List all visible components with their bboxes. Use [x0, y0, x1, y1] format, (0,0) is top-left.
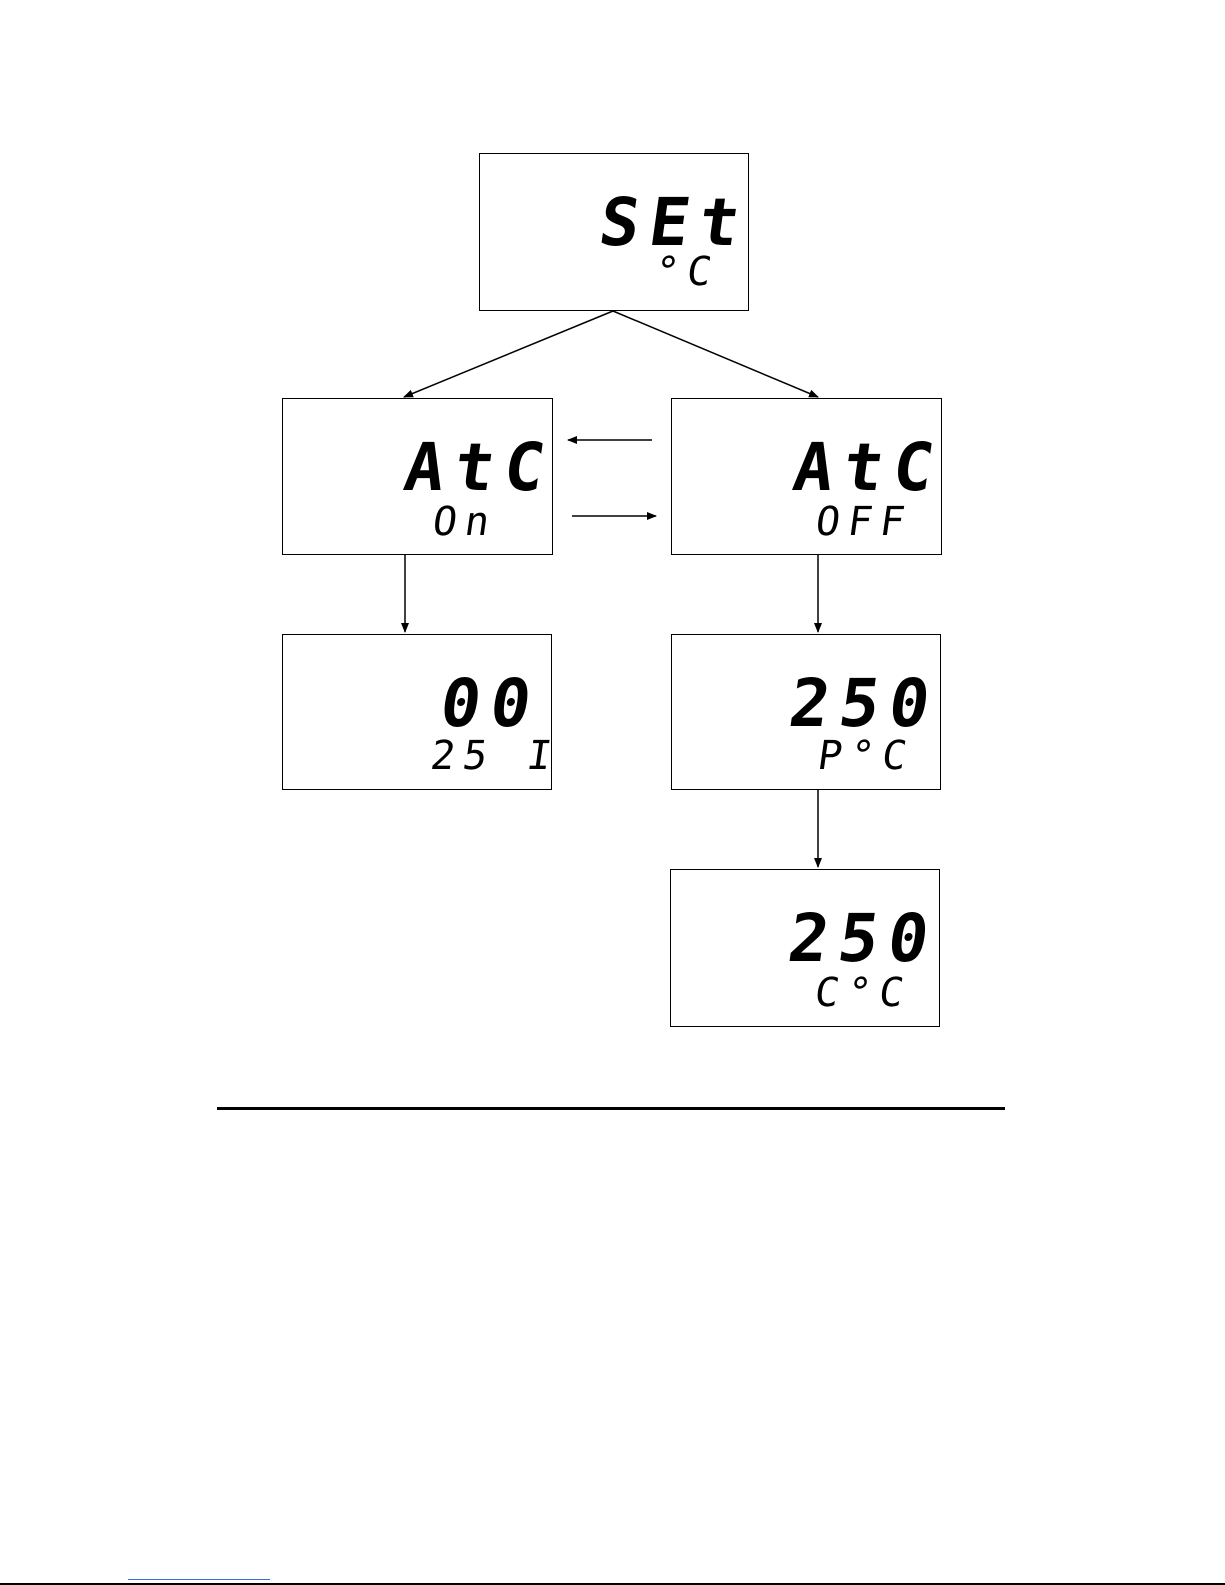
footer-link-underline	[128, 1579, 270, 1580]
atc-off-display-sub: OFF	[813, 499, 916, 545]
set-display-box: SEt °C	[479, 153, 749, 311]
atc-off-display-main: AtC	[789, 429, 949, 506]
off-c-display-sub: C°C	[812, 970, 915, 1016]
off-p-display-box: 250 P°C	[671, 634, 941, 790]
arrow-set-to-atc-off	[613, 311, 818, 397]
atc-on-display-box: AtC On	[282, 398, 553, 555]
off-c-display-main: 250	[784, 900, 944, 977]
set-display-sub: °C	[652, 249, 723, 295]
off-p-display-sub: P°C	[815, 733, 918, 779]
atc-on-display-main: AtC	[400, 429, 560, 506]
atc-off-display-box: AtC OFF	[671, 398, 942, 555]
on-result-display-main: 00	[436, 665, 546, 742]
off-c-display-box: 250 C°C	[670, 869, 940, 1027]
atc-on-display-sub: On	[430, 499, 501, 545]
on-result-display-box: 00 25 I	[282, 634, 552, 790]
off-p-display-main: 250	[785, 665, 945, 742]
on-result-display-sub: 25 I	[428, 733, 563, 779]
section-divider	[217, 1107, 1005, 1110]
arrow-set-to-atc-on	[404, 311, 613, 397]
